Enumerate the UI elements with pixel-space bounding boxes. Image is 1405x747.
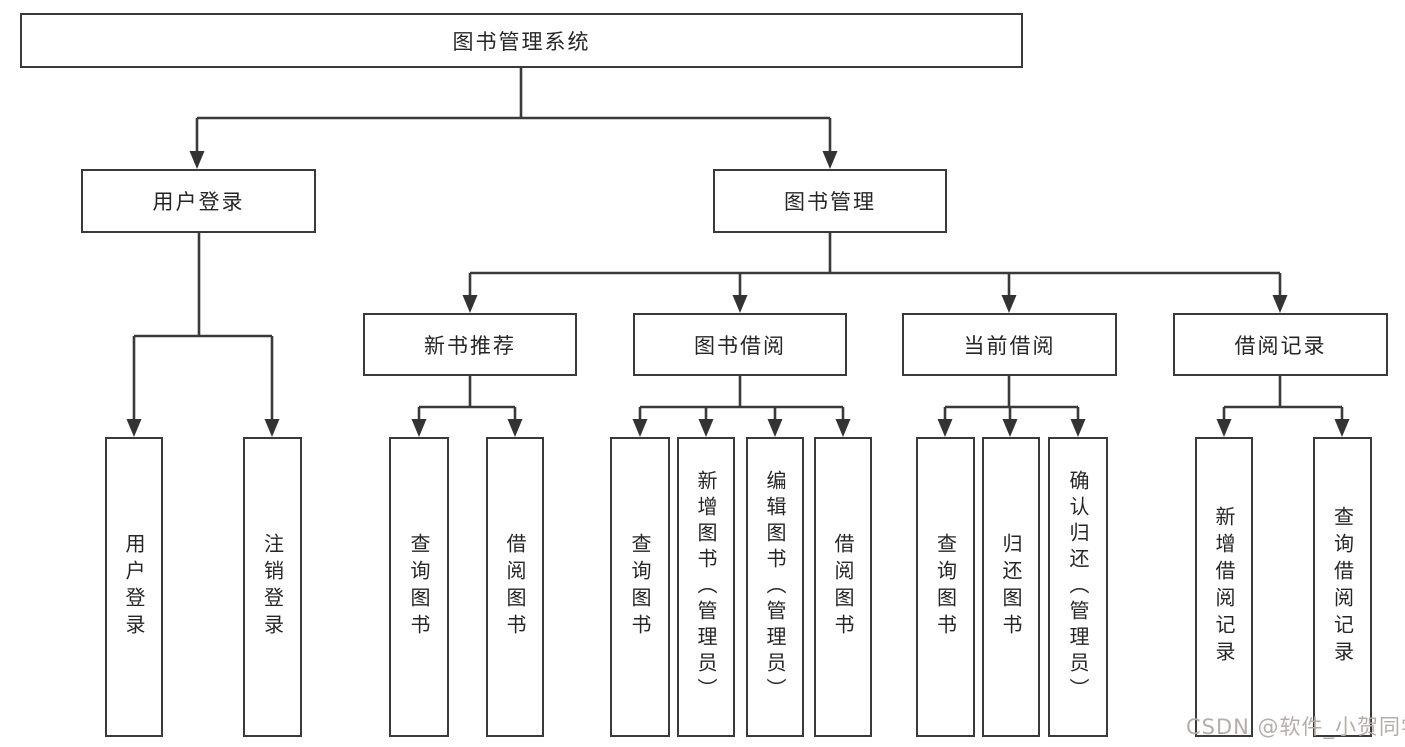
node-borrow-records: 借阅记录 (1173, 313, 1388, 376)
connector-root-branches (189, 68, 838, 169)
leaf-current-return-books: 归还图书 (982, 437, 1040, 737)
node-library-system-root: 图书管理系统 (20, 13, 1023, 68)
node-new-book-recommend: 新书推荐 (363, 313, 577, 376)
connector-user-login-children (126, 233, 280, 437)
leaf-borrow-query-books: 查询图书 (610, 437, 670, 737)
leaf-newbook-query-books: 查询图书 (389, 437, 449, 737)
node-current-borrow: 当前借阅 (902, 313, 1117, 376)
connector-book-borrow-children (632, 376, 851, 437)
leaf-logout: 注销登录 (243, 437, 302, 737)
node-book-borrow: 图书借阅 (633, 313, 847, 376)
connector-new-book-children (411, 376, 523, 437)
leaf-current-query-books: 查询图书 (916, 437, 975, 737)
node-book-management: 图书管理 (713, 169, 947, 233)
leaf-current-confirm-return-admin: 确认归还（管理员） (1048, 437, 1108, 737)
leaf-records-add-borrow-record: 新增借阅记录 (1195, 437, 1253, 737)
connector-current-borrow-children (937, 376, 1086, 437)
leaf-borrow-add-books-admin: 新增图书（管理员） (677, 437, 735, 737)
leaf-user-login: 用户登录 (105, 437, 163, 737)
leaf-newbook-borrow-books: 借阅图书 (486, 437, 544, 737)
leaf-records-query-borrow-record: 查询借阅记录 (1313, 437, 1372, 737)
leaf-borrow-edit-books-admin: 编辑图书（管理员） (746, 437, 804, 737)
leaf-borrow-borrow-books: 借阅图书 (814, 437, 872, 737)
connector-book-management-children (462, 233, 1288, 313)
node-user-login: 用户登录 (81, 169, 316, 233)
connector-borrow-record-children (1216, 376, 1350, 437)
csdn-watermark: CSDN @软件_小贺同学 (1186, 715, 1405, 739)
